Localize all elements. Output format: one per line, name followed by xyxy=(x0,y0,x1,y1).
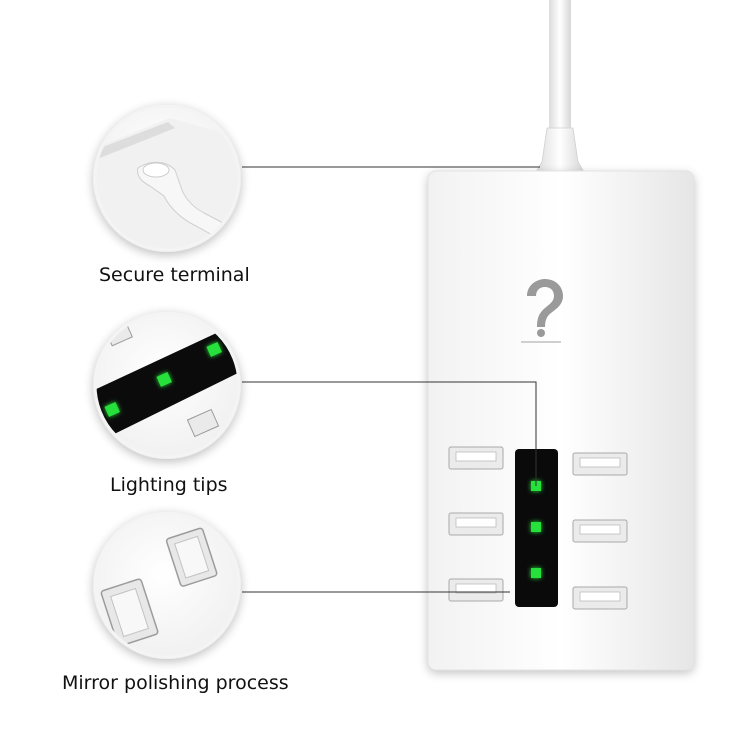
led-indicator xyxy=(531,522,541,532)
power-cable xyxy=(549,0,571,130)
usb-port xyxy=(448,512,504,536)
cable-strain-relief xyxy=(535,127,585,173)
caption-lighting-tips: Lighting tips xyxy=(110,474,228,496)
caption-secure-terminal: Secure terminal xyxy=(99,264,250,286)
usb-port xyxy=(572,452,628,476)
usb-port xyxy=(448,578,504,602)
caption-mirror-polishing: Mirror polishing process xyxy=(62,672,289,694)
usb-port-grid xyxy=(448,446,628,610)
usb-port xyxy=(572,519,628,543)
cable-terminal-closeup xyxy=(93,104,241,252)
usb-port xyxy=(448,446,504,470)
led-indicator xyxy=(531,568,541,578)
green-led-indicator-closeup xyxy=(93,311,241,459)
plug-prongs-closeup xyxy=(93,511,241,659)
callout-line-lighting xyxy=(242,381,537,486)
question-mark-logo xyxy=(521,279,563,343)
usb-port xyxy=(572,586,628,610)
callout-lines xyxy=(242,166,540,593)
charging-station xyxy=(427,0,695,671)
device-body xyxy=(428,171,694,670)
